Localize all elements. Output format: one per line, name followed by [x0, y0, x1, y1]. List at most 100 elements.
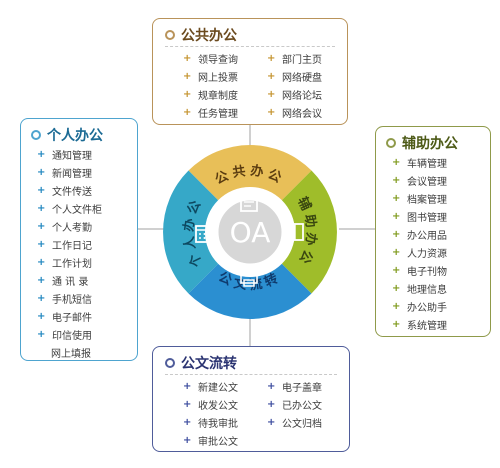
list-item-label: 工作日记: [52, 241, 92, 252]
divider: [165, 46, 335, 47]
list-item-label: 图书管理: [407, 213, 447, 224]
plus-icon: +: [267, 71, 276, 82]
plus-icon: +: [37, 275, 46, 286]
document-icon: [240, 192, 258, 212]
list-item[interactable]: + 办公助手: [392, 299, 447, 314]
list-item[interactable]: +图书管理: [392, 209, 447, 224]
list-item[interactable]: +通知管理: [37, 147, 92, 162]
list-item-label: 个人考勤: [52, 223, 92, 234]
plus-icon: +: [183, 107, 192, 118]
plus-icon: +: [183, 399, 192, 410]
list-item[interactable]: +网络硬盘: [267, 69, 322, 84]
oa-wheel-diagram: OA 公共办公 辅助办公 公文流转 个人办公: [163, 145, 337, 319]
plus-icon: +: [267, 381, 276, 392]
list-item[interactable]: + 个人考勤: [37, 219, 92, 234]
plus-icon: +: [183, 71, 192, 82]
list-item[interactable]: + 手机短信: [37, 291, 92, 306]
plus-icon: +: [267, 53, 276, 64]
plus-icon: +: [392, 175, 401, 186]
list-item[interactable]: +车辆管理: [392, 155, 447, 170]
plus-icon: +: [37, 293, 46, 304]
wheel-segment-aux[interactable]: [281, 170, 337, 294]
list-item-label: 部门主页: [282, 55, 322, 66]
list-item[interactable]: + 会议管理: [392, 173, 447, 188]
list-item[interactable]: +任务管理: [183, 105, 238, 120]
plus-icon: +: [392, 301, 401, 312]
panel-personal-office: 个人办公 +通知管理+新闻管理+文件传送+个人文件柜+个人考勤+工作日记+工作计…: [20, 118, 138, 361]
printer-icon: [240, 268, 258, 287]
list-item-label: 办公用品: [407, 231, 447, 242]
wheel-segment-flow[interactable]: [188, 263, 312, 319]
list-item-label: 办公助手: [407, 303, 447, 314]
list-item[interactable]: +工作日记: [37, 237, 92, 252]
plus-icon: +: [392, 319, 401, 330]
list-item[interactable]: + 部门主页: [267, 51, 322, 66]
plus-icon: +: [183, 417, 192, 428]
plus-icon: +: [267, 107, 276, 118]
list-item[interactable]: + 人力资源: [392, 245, 447, 260]
plus-icon: +: [183, 435, 192, 446]
list-item-label: 工作计划: [52, 259, 92, 270]
list-item[interactable]: 网上填报: [51, 349, 91, 360]
list-item-label: 领导查询: [198, 55, 238, 66]
plus-icon: +: [392, 157, 401, 168]
list-item-label: 会议管理: [407, 177, 447, 188]
calendar-icon: [195, 225, 214, 243]
list-item-label: 人力资源: [407, 249, 447, 260]
list-item[interactable]: +规章制度: [183, 87, 238, 102]
list-item[interactable]: +电子盖章: [267, 379, 322, 394]
circle-bullet-icon: [165, 358, 175, 368]
wheel-segment-personal[interactable]: [163, 170, 219, 294]
list-item-label: 规章制度: [198, 91, 238, 102]
list-item[interactable]: +网络论坛: [267, 87, 322, 102]
list-item[interactable]: + 公文归档: [267, 415, 322, 430]
list-item[interactable]: +电子邮件: [37, 309, 92, 324]
connector-aux: [339, 228, 375, 230]
plus-icon: +: [392, 283, 401, 294]
list-item-label: 新闻管理: [52, 169, 92, 180]
list-item-label: 电子刊物: [407, 267, 447, 278]
list-item[interactable]: + 收发公文: [183, 397, 238, 412]
plus-icon: +: [183, 53, 192, 64]
list-item[interactable]: +文件传送: [37, 183, 92, 198]
panel-flow-title: 公文流转: [165, 353, 237, 373]
list-item[interactable]: +通 讯 录: [37, 273, 88, 288]
list-item[interactable]: + 领导查询: [183, 51, 238, 66]
plus-icon: +: [267, 417, 276, 428]
list-item-label: 已办公文: [282, 401, 322, 412]
list-item[interactable]: +电子刊物: [392, 263, 447, 278]
list-item[interactable]: +新建公文: [183, 379, 238, 394]
list-item[interactable]: +档案管理: [392, 191, 447, 206]
wheel-segment-public[interactable]: [188, 145, 312, 201]
divider: [165, 374, 337, 375]
list-item-label: 网上投票: [198, 73, 238, 84]
circle-bullet-icon: [386, 138, 396, 148]
circle-bullet-icon: [31, 130, 41, 140]
list-item-label: 公文归档: [282, 419, 322, 430]
list-item[interactable]: +审批公文: [183, 433, 238, 448]
plus-icon: +: [392, 247, 401, 258]
plus-icon: +: [267, 89, 276, 100]
list-item-label: 收发公文: [198, 401, 238, 412]
list-item[interactable]: +网络会议: [267, 105, 322, 120]
plus-icon: +: [37, 329, 46, 340]
list-item[interactable]: + 网上投票: [183, 69, 238, 84]
plus-icon: +: [183, 381, 192, 392]
list-item-label: 地理信息: [407, 285, 447, 296]
list-item-label: 印信使用: [52, 331, 92, 342]
list-item[interactable]: +待我审批: [183, 415, 238, 430]
list-item[interactable]: + 新闻管理: [37, 165, 92, 180]
circle-bullet-icon: [165, 30, 175, 40]
oa-center-circle[interactable]: [215, 197, 285, 267]
connector-flow: [249, 318, 251, 346]
list-item[interactable]: +工作计划: [37, 255, 92, 270]
plus-icon: +: [37, 221, 46, 232]
list-item-label: 手机短信: [52, 295, 92, 306]
list-item[interactable]: +个人文件柜: [37, 201, 102, 216]
list-item[interactable]: +办公用品: [392, 227, 447, 242]
list-item[interactable]: +已办公文: [267, 397, 322, 412]
list-item[interactable]: + 地理信息: [392, 281, 447, 296]
list-item[interactable]: +系统管理: [392, 317, 447, 332]
plus-icon: +: [37, 167, 46, 178]
list-item[interactable]: + 印信使用: [37, 327, 92, 342]
